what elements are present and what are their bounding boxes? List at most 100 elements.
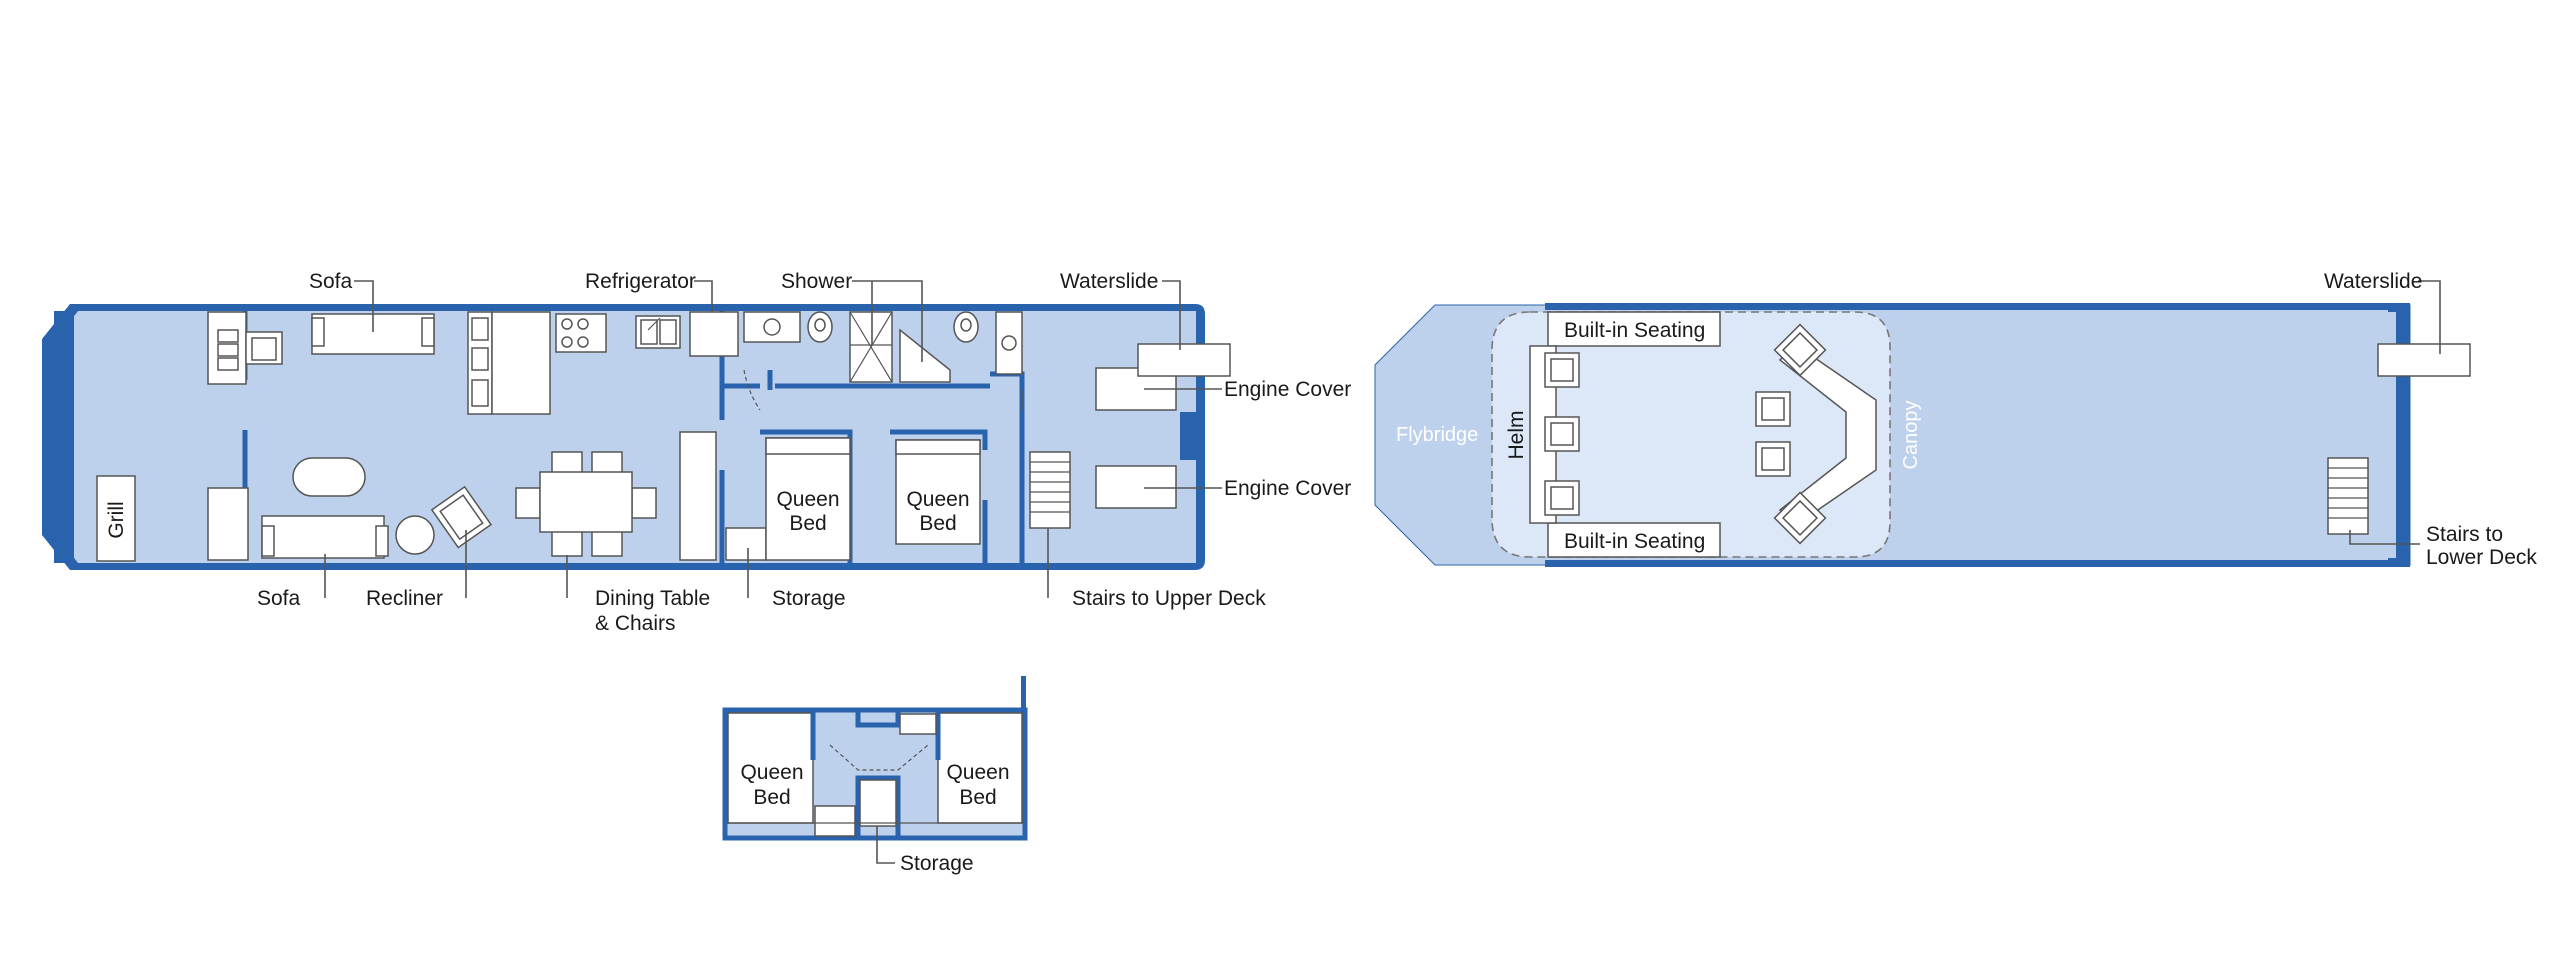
bar-stool-3-cushion: [1761, 447, 1785, 471]
helm-seat-1-cushion: [1550, 358, 1574, 382]
bow-wall: [54, 311, 74, 563]
lower-closet: [899, 713, 937, 735]
label-sofa-top: Sofa: [309, 270, 353, 293]
built-in-seating-bottom: [1547, 522, 1721, 558]
lower-module: Queen Bed Queen Bed Storage: [722, 676, 1028, 875]
burner-1: [561, 318, 573, 330]
upper-rail-top: [1545, 303, 2410, 310]
dining-table: [539, 471, 633, 533]
bar-stool-4: [1773, 491, 1827, 545]
side-chair-seat: [251, 337, 277, 361]
label-shower: Shower: [781, 270, 852, 293]
curved-bar: [1778, 344, 1877, 526]
dining-chair-bottom-2: [591, 529, 623, 557]
storage: [725, 527, 767, 561]
lower-storage: [859, 779, 897, 827]
label-waterslide: Waterslide: [1060, 270, 1158, 293]
queen-bed-1-pillows: [765, 437, 851, 455]
label-lower-storage: Storage: [900, 852, 974, 875]
canopy-area: [1491, 311, 1891, 558]
label-seating-top: Built-in Seating: [1564, 319, 1705, 342]
lower-bed-1-label-1: Queen: [740, 761, 803, 784]
main-deck: Grill: [42, 270, 1351, 635]
dining-chair-bottom-1: [551, 529, 583, 557]
label-stairs-lower-1: Stairs to: [2426, 523, 2503, 546]
upper-deck: Flybridge Helm Canopy Built-in Seating B…: [1374, 270, 2537, 569]
drawer-2: [217, 343, 239, 357]
drawer-1: [217, 329, 239, 343]
label-recliner: Recliner: [366, 587, 443, 610]
cabinet-bottom-left: [207, 487, 249, 561]
waterslide: [1137, 343, 1231, 377]
dining-chair-left: [515, 487, 541, 519]
lower-left-step: [814, 805, 856, 837]
cupboard-1: [471, 317, 489, 341]
sofa-top-arm-right: [421, 317, 435, 347]
label-helm: Helm: [1505, 410, 1528, 459]
lower-bedroom-left: [727, 712, 814, 824]
door-swing-bath: [743, 369, 761, 411]
ottoman: [292, 457, 366, 497]
helm-seat-2-cushion: [1550, 422, 1574, 446]
grill-label: Grill: [105, 501, 128, 538]
burner-3: [561, 336, 573, 348]
queen-bed-1: [765, 437, 851, 561]
burner-4: [577, 336, 589, 348]
sink-basin-1: [640, 319, 658, 345]
drawer-3: [217, 357, 239, 371]
lower-aft-post: [1021, 676, 1026, 716]
queen-bed-1-label-1: Queen: [776, 488, 839, 511]
washer: [1001, 335, 1017, 351]
label-seating-bottom: Built-in Seating: [1564, 530, 1705, 553]
recliner: [430, 485, 493, 549]
stern-notch: [1180, 412, 1198, 460]
tall-cabinet: [679, 431, 717, 561]
queen-bed-2: [895, 439, 981, 545]
leaders-main: [324, 280, 1222, 598]
upper-stern-inner: [2388, 312, 2396, 558]
kitchen-island: [491, 311, 551, 415]
toilet-2-bowl: [960, 318, 972, 332]
leader-lower-storage: [876, 826, 895, 864]
sink-basin-2: [659, 319, 677, 345]
lower-bed-2-label-2: Bed: [959, 786, 996, 809]
queen-bed-2-label-2: Bed: [919, 512, 956, 535]
label-engine-cover-1: Engine Cover: [1224, 378, 1351, 401]
helm-seat-3-cushion: [1550, 486, 1574, 510]
faucet: [647, 317, 661, 331]
label-dining-2: & Chairs: [595, 612, 676, 635]
sofa-bottom: [261, 515, 385, 559]
toilet-1-bowl: [814, 318, 826, 332]
shower-drain-1: [849, 311, 893, 383]
burner-2: [577, 318, 589, 330]
sofa-top-arm-left: [311, 317, 325, 347]
side-table: [395, 515, 435, 555]
lower-bed-1-label-2: Bed: [753, 786, 790, 809]
bar-stool-2-cushion: [1761, 397, 1785, 421]
stairs-to-lower-deck: [2327, 457, 2369, 535]
upper-waterslide: [2377, 343, 2471, 377]
lower-bedroom-right: [937, 712, 1023, 824]
label-storage: Storage: [772, 587, 846, 610]
label-upper-waterslide: Waterslide: [2324, 270, 2422, 293]
sofa-bottom-arm-left: [261, 525, 275, 557]
vanity-sink: [763, 318, 781, 336]
lower-walls: [810, 710, 941, 838]
dining-chair-right: [631, 487, 657, 519]
shower-stall-2: [899, 328, 951, 383]
sofa-bottom-arm-right: [375, 525, 389, 557]
cupboard-3: [471, 379, 489, 407]
bar-stool-1: [1773, 323, 1827, 377]
label-engine-cover-2: Engine Cover: [1224, 477, 1351, 500]
refrigerator: [689, 311, 739, 357]
label-refrigerator: Refrigerator: [585, 270, 696, 293]
leaders-upper: [2349, 280, 2441, 545]
queen-bed-2-label-1: Queen: [906, 488, 969, 511]
cupboard-2: [471, 347, 489, 371]
label-stairs-lower-2: Lower Deck: [2426, 546, 2537, 569]
label-stairs-upper: Stairs to Upper Deck: [1072, 587, 1266, 610]
lower-bed-2-label-1: Queen: [946, 761, 1009, 784]
engine-cover-2: [1095, 465, 1177, 509]
label-dining-1: Dining Table: [595, 587, 710, 610]
